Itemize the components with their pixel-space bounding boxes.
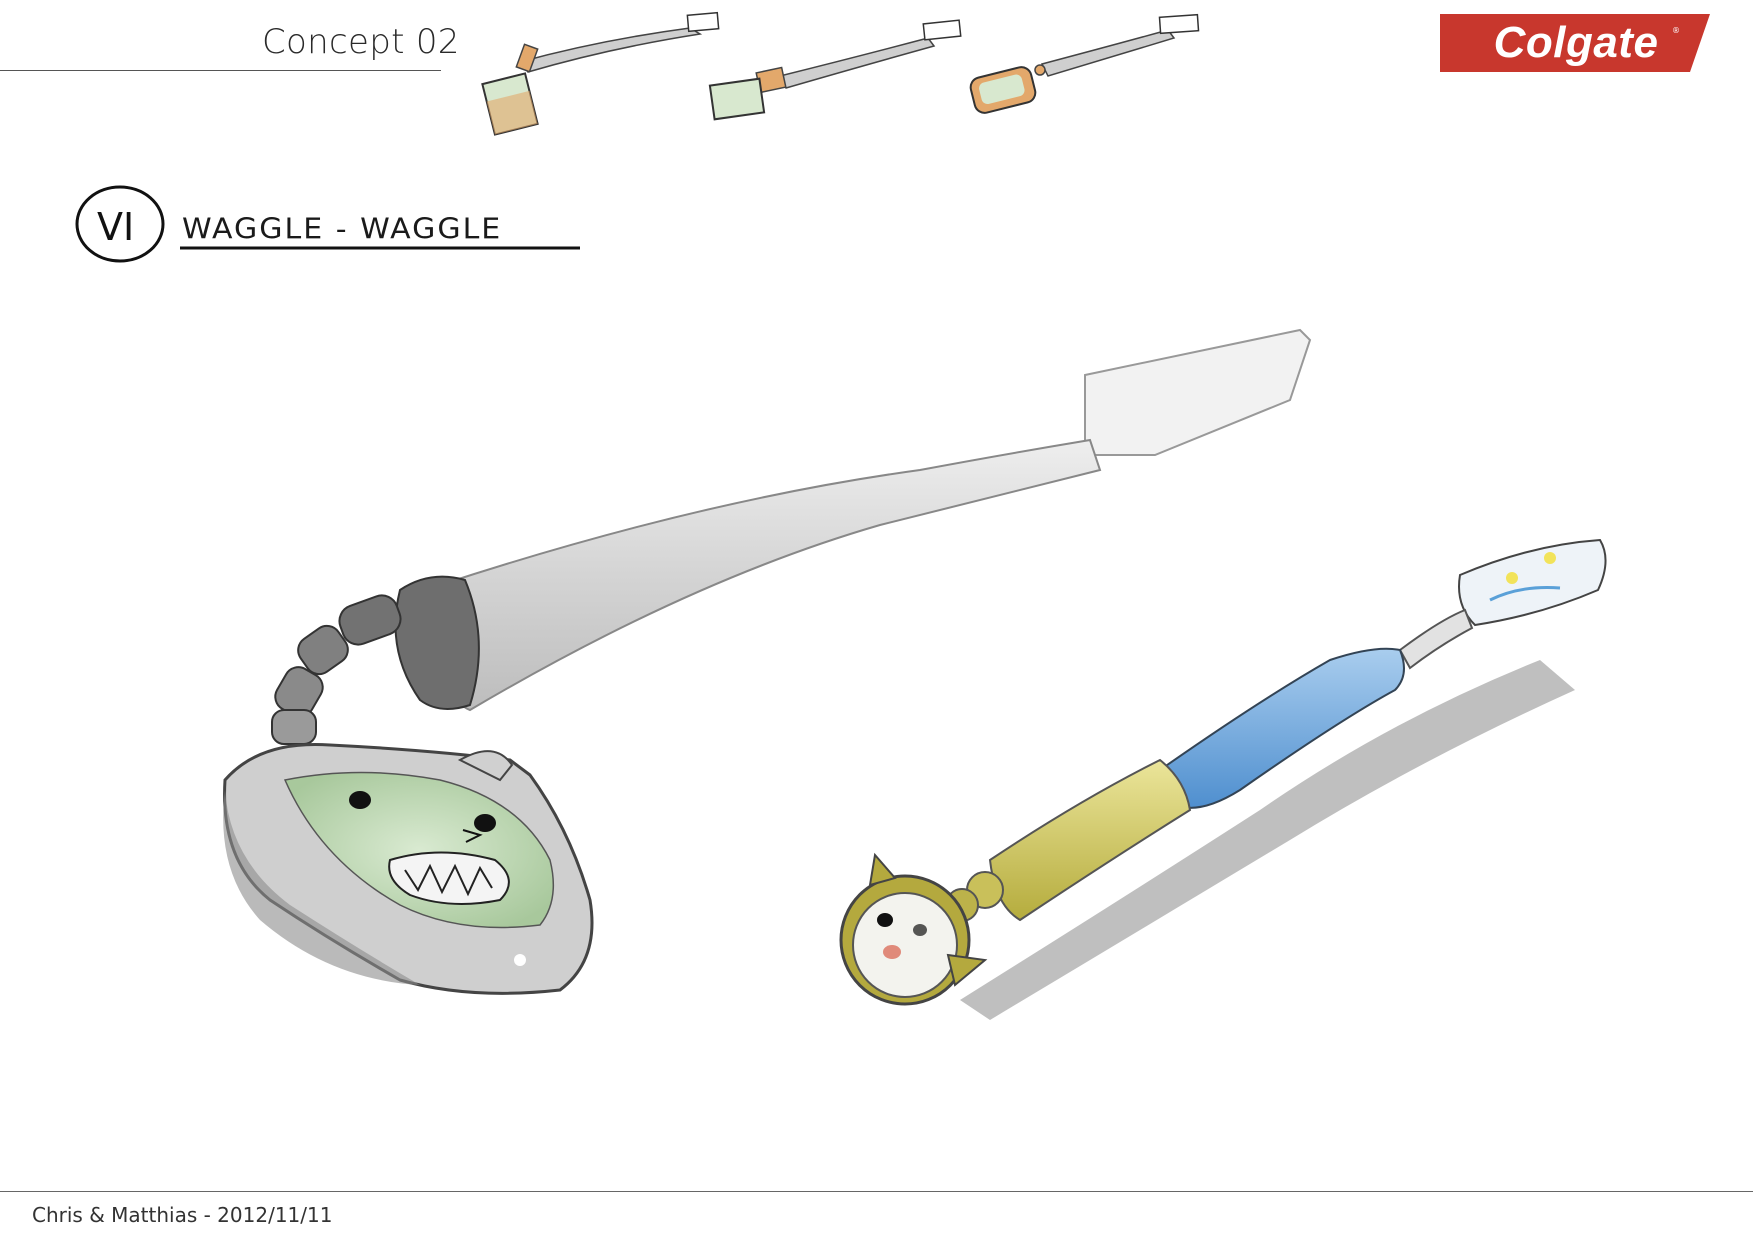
colgate-logo bbox=[1440, 14, 1710, 72]
thumbnail-sketch-1 bbox=[481, 11, 720, 136]
section-heading: WAGGLE - WAGGLE bbox=[182, 212, 503, 247]
waggle-toothbrush-left bbox=[223, 328, 1312, 995]
sketch-canvas bbox=[75, 11, 1607, 1020]
thumbnail-sketch-2 bbox=[708, 19, 962, 121]
section-number-circle bbox=[75, 185, 165, 263]
registered-mark: ® bbox=[1672, 26, 1680, 35]
section-number: VI bbox=[97, 205, 135, 249]
waggle-toothbrush-right bbox=[839, 538, 1607, 1020]
footer-divider bbox=[0, 1191, 1753, 1192]
title-underline bbox=[0, 70, 441, 71]
page-title: Concept 02 bbox=[262, 22, 460, 62]
footer-credit: Chris & Matthias - 2012/11/11 bbox=[32, 1203, 333, 1227]
thumbnail-sketch-3 bbox=[969, 13, 1200, 114]
colgate-logo-text: Colgate bbox=[1493, 18, 1659, 67]
